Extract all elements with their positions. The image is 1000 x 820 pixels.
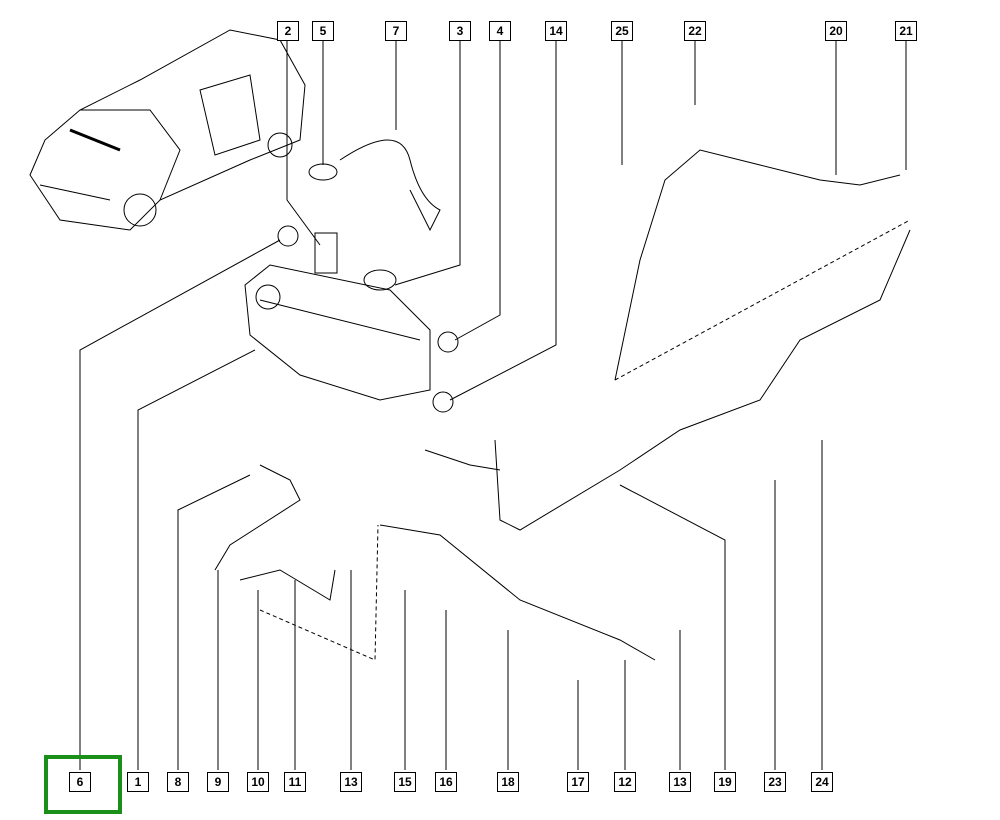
part-label-24[interactable]: 24 bbox=[811, 772, 833, 792]
hoses bbox=[214, 149, 911, 661]
part-label-1[interactable]: 1 bbox=[127, 772, 149, 792]
part-label-8[interactable]: 8 bbox=[167, 772, 189, 792]
part-label-2[interactable]: 2 bbox=[277, 21, 299, 41]
part-label-22[interactable]: 22 bbox=[684, 21, 706, 41]
part-label-15[interactable]: 15 bbox=[394, 772, 416, 792]
part-label-3[interactable]: 3 bbox=[449, 21, 471, 41]
part-label-13-b[interactable]: 13 bbox=[669, 772, 691, 792]
part-label-20[interactable]: 20 bbox=[825, 21, 847, 41]
part-label-4[interactable]: 4 bbox=[489, 21, 511, 41]
part-label-13[interactable]: 13 bbox=[340, 772, 362, 792]
part-label-5[interactable]: 5 bbox=[312, 21, 334, 41]
part-label-11[interactable]: 11 bbox=[284, 772, 306, 792]
leader-lines bbox=[79, 40, 907, 770]
part-label-17[interactable]: 17 bbox=[567, 772, 589, 792]
part-label-7[interactable]: 7 bbox=[385, 21, 407, 41]
part-label-25[interactable]: 25 bbox=[611, 21, 633, 41]
part-label-18[interactable]: 18 bbox=[497, 772, 519, 792]
washer-reservoir bbox=[244, 139, 459, 413]
car-illustration bbox=[29, 29, 306, 231]
selected-part-highlight bbox=[44, 755, 122, 814]
part-label-16[interactable]: 16 bbox=[435, 772, 457, 792]
part-label-19[interactable]: 19 bbox=[714, 772, 736, 792]
part-label-21[interactable]: 21 bbox=[895, 21, 917, 41]
part-label-23[interactable]: 23 bbox=[764, 772, 786, 792]
part-label-10[interactable]: 10 bbox=[247, 772, 269, 792]
part-label-12[interactable]: 12 bbox=[614, 772, 636, 792]
part-label-6[interactable]: 6 bbox=[69, 772, 91, 792]
part-label-9[interactable]: 9 bbox=[207, 772, 229, 792]
part-label-14[interactable]: 14 bbox=[545, 21, 567, 41]
